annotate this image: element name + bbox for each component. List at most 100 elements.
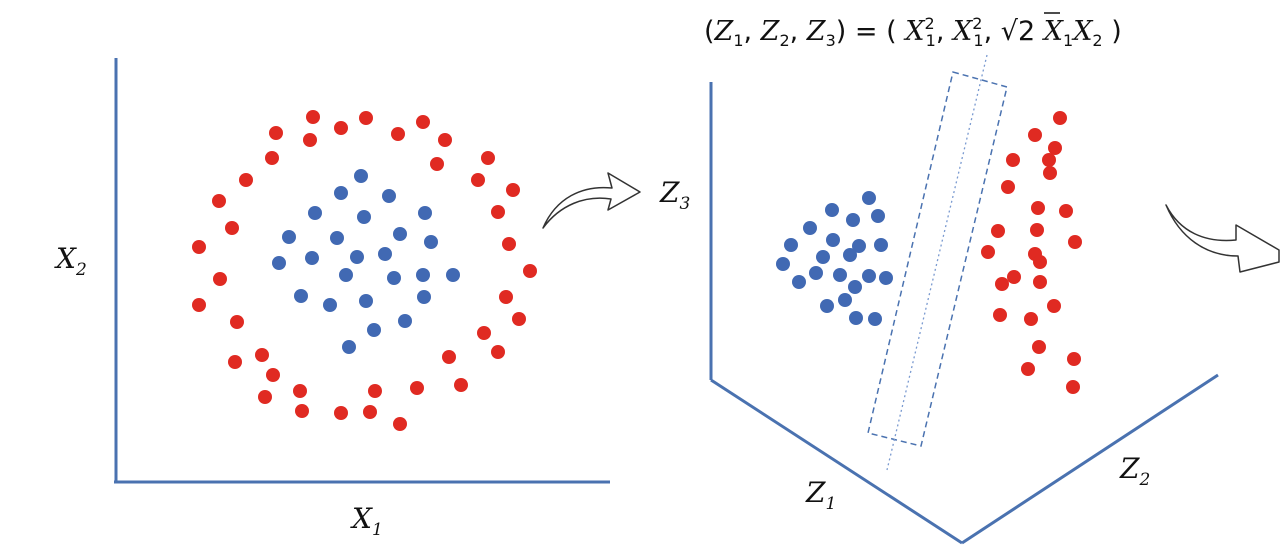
red-point bbox=[303, 133, 317, 147]
red-point bbox=[991, 224, 1005, 238]
red-point bbox=[981, 245, 995, 259]
red-point bbox=[471, 173, 485, 187]
red-point bbox=[306, 110, 320, 124]
blue-point bbox=[852, 239, 866, 253]
red-point bbox=[1006, 153, 1020, 167]
blue-point bbox=[393, 227, 407, 241]
blue-point bbox=[342, 340, 356, 354]
blue-point bbox=[357, 210, 371, 224]
separating-plane bbox=[867, 71, 1008, 447]
red-point bbox=[225, 221, 239, 235]
red-point bbox=[1021, 362, 1035, 376]
blue-point bbox=[446, 268, 460, 282]
red-point bbox=[1048, 141, 1062, 155]
blue-point bbox=[826, 233, 840, 247]
blue-point bbox=[846, 213, 860, 227]
blue-point bbox=[874, 238, 888, 252]
red-point bbox=[481, 151, 495, 165]
red-point bbox=[359, 111, 373, 125]
z1-axis bbox=[710, 378, 963, 545]
blue-point bbox=[862, 191, 876, 205]
red-point bbox=[255, 348, 269, 362]
red-point bbox=[230, 315, 244, 329]
left-blue-points bbox=[272, 169, 460, 354]
red-point bbox=[391, 127, 405, 141]
blue-point bbox=[354, 169, 368, 183]
red-point bbox=[363, 405, 377, 419]
red-point bbox=[1007, 270, 1021, 284]
plane-center-line bbox=[886, 54, 988, 471]
blue-point bbox=[330, 231, 344, 245]
blue-point bbox=[417, 290, 431, 304]
z1-axis-label: Z1 bbox=[805, 476, 836, 514]
blue-point bbox=[862, 269, 876, 283]
red-point bbox=[1030, 223, 1044, 237]
red-point bbox=[1033, 275, 1047, 289]
right-blue-points bbox=[776, 191, 893, 326]
blue-point bbox=[424, 235, 438, 249]
red-point bbox=[438, 133, 452, 147]
z2-axis-label: Z2 bbox=[1119, 452, 1150, 490]
red-point bbox=[506, 183, 520, 197]
blue-point bbox=[282, 230, 296, 244]
red-point bbox=[368, 384, 382, 398]
red-point bbox=[213, 272, 227, 286]
red-point bbox=[512, 312, 526, 326]
z2-axis bbox=[961, 373, 1219, 545]
red-point bbox=[1024, 312, 1038, 326]
blue-point bbox=[868, 312, 882, 326]
right-red-points bbox=[981, 111, 1082, 394]
blue-point bbox=[308, 206, 322, 220]
blue-point bbox=[871, 209, 885, 223]
red-point bbox=[1001, 180, 1015, 194]
blue-point bbox=[323, 298, 337, 312]
left-red-points bbox=[192, 110, 537, 431]
red-point bbox=[1031, 201, 1045, 215]
red-point bbox=[477, 326, 491, 340]
blue-point bbox=[809, 266, 823, 280]
blue-point bbox=[879, 271, 893, 285]
red-point bbox=[1028, 128, 1042, 142]
red-point bbox=[416, 115, 430, 129]
red-point bbox=[192, 240, 206, 254]
red-point bbox=[1067, 352, 1081, 366]
z3-axis-label: Z3 bbox=[659, 176, 690, 214]
blue-point bbox=[339, 268, 353, 282]
blue-point bbox=[792, 275, 806, 289]
curved-arrow-icon bbox=[1165, 204, 1280, 273]
blue-point bbox=[833, 268, 847, 282]
red-point bbox=[523, 264, 537, 278]
red-point bbox=[1042, 153, 1056, 167]
x2-axis-label: X2 bbox=[54, 242, 87, 280]
red-point bbox=[993, 308, 1007, 322]
red-point bbox=[266, 368, 280, 382]
red-point bbox=[212, 194, 226, 208]
x1-axis-label: X1 bbox=[350, 502, 383, 540]
blue-point bbox=[825, 203, 839, 217]
blue-point bbox=[378, 247, 392, 261]
blue-point bbox=[816, 250, 830, 264]
red-point bbox=[334, 406, 348, 420]
left-plot: X1 X2 bbox=[54, 58, 610, 540]
right-plot: Z3 Z1 Z2 bbox=[659, 54, 1219, 545]
red-point bbox=[410, 381, 424, 395]
red-point bbox=[454, 378, 468, 392]
blue-point bbox=[843, 248, 857, 262]
red-point bbox=[502, 237, 516, 251]
red-point bbox=[293, 384, 307, 398]
red-point bbox=[491, 345, 505, 359]
red-point bbox=[1043, 166, 1057, 180]
blue-point bbox=[803, 221, 817, 235]
red-point bbox=[995, 277, 1009, 291]
blue-point bbox=[294, 289, 308, 303]
red-point bbox=[295, 404, 309, 418]
blue-point bbox=[398, 314, 412, 328]
red-point bbox=[265, 151, 279, 165]
red-point bbox=[1033, 255, 1047, 269]
red-point bbox=[499, 290, 513, 304]
red-point bbox=[269, 126, 283, 140]
red-point bbox=[1047, 299, 1061, 313]
red-point bbox=[491, 205, 505, 219]
red-point bbox=[1053, 111, 1067, 125]
